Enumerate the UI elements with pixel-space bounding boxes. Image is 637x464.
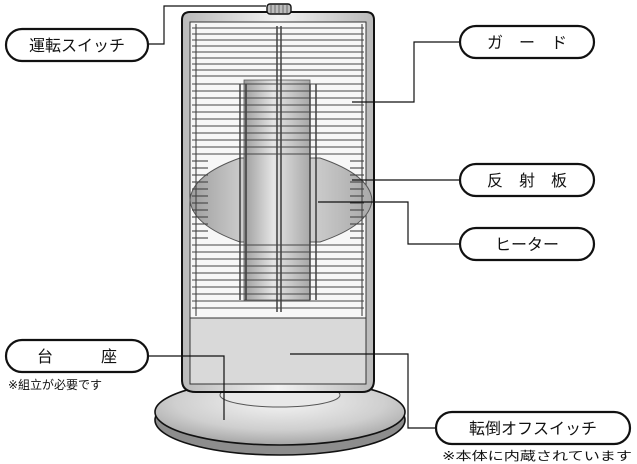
base-note: ※組立が必要です bbox=[8, 377, 102, 392]
label-guard-text: ガ ー ド bbox=[487, 33, 567, 52]
label-base-text: 台 座 bbox=[37, 347, 117, 366]
label-guard: ガ ー ド bbox=[458, 24, 596, 60]
label-operation-switch-text: 運転スイッチ bbox=[29, 36, 125, 55]
label-heater: ヒーター bbox=[458, 226, 596, 262]
tip-over-note: ※本体に内蔵されています bbox=[442, 449, 632, 463]
heater-tubes bbox=[239, 26, 317, 312]
label-operation-switch: 運転スイッチ bbox=[4, 27, 150, 63]
leader-lines bbox=[148, 5, 460, 429]
label-base: 台 座 bbox=[4, 338, 150, 374]
label-heater-text: ヒーター bbox=[495, 235, 559, 254]
label-reflector: 反 射 板 bbox=[458, 162, 596, 198]
label-tip-over-switch-text: 転倒オフスイッチ bbox=[469, 419, 597, 438]
label-tip-over-switch: 転倒オフスイッチ bbox=[434, 410, 632, 446]
label-reflector-text: 反 射 板 bbox=[487, 171, 567, 190]
guard-grill bbox=[192, 24, 364, 316]
base-pedestal bbox=[154, 378, 406, 456]
operation-switch-knob bbox=[266, 3, 292, 15]
